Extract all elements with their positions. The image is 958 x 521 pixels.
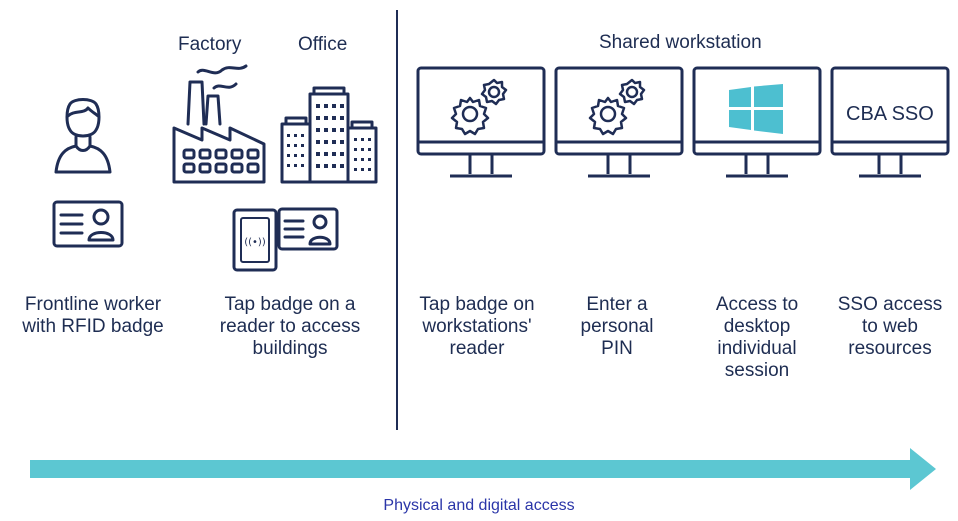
factory-label: Factory xyxy=(178,34,242,55)
gears-icon xyxy=(588,78,646,136)
monitor-icon xyxy=(554,66,684,178)
step-caption: Tap badge on workstations' reader xyxy=(419,294,535,359)
step-caption: Frontline worker with RFID badge xyxy=(22,294,164,337)
id-badge-icon xyxy=(52,200,124,248)
person-icon xyxy=(54,98,112,174)
step-caption: Tap badge on a reader to access building… xyxy=(219,294,361,359)
gears-icon xyxy=(450,78,508,136)
progress-arrow xyxy=(30,448,936,490)
office-label: Office xyxy=(298,34,348,55)
shared-workstation-label: Shared workstation xyxy=(599,32,762,53)
cba-sso-label: CBA SSO xyxy=(846,103,934,125)
step-caption: Enter a personal PIN xyxy=(580,294,654,359)
section-divider xyxy=(396,10,398,430)
step-caption: Access to desktop individual session xyxy=(715,294,799,381)
footer-caption: Physical and digital access xyxy=(383,497,575,514)
rfid-reader-icon: ((•)) xyxy=(232,208,278,272)
monitor-icon xyxy=(416,66,546,178)
svg-text:((•)): ((•)) xyxy=(244,237,266,248)
office-building-icon xyxy=(280,86,378,184)
factory-icon xyxy=(172,64,266,184)
windows-logo-icon xyxy=(729,84,783,134)
monitor-icon xyxy=(692,66,822,178)
monitor-icon xyxy=(830,66,950,178)
step-caption: SSO access to web resources xyxy=(837,294,943,359)
id-badge-icon xyxy=(277,207,339,251)
